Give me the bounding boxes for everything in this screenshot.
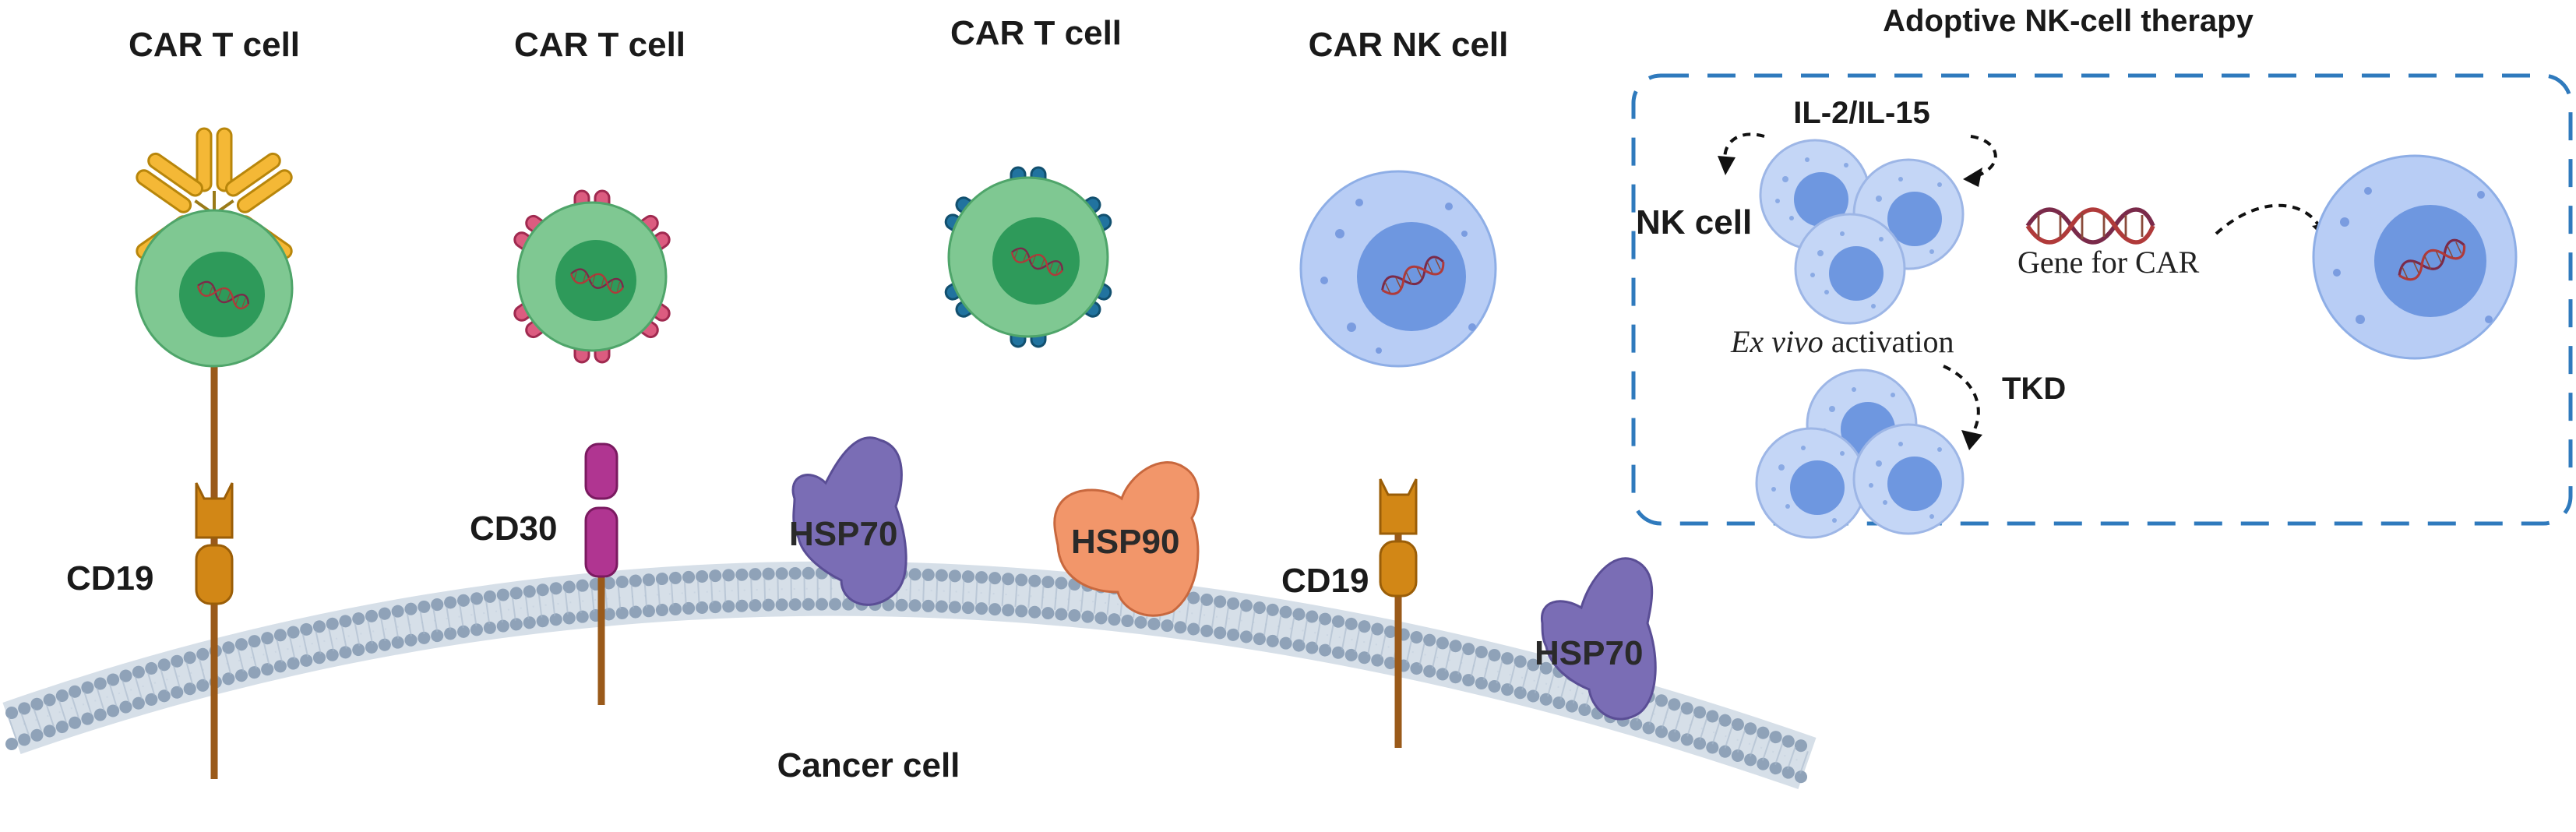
ex-vivo-italic: Ex vivo <box>1730 324 1824 359</box>
hsp70-label-b: HSP70 <box>1535 634 1643 672</box>
cd30-label: CD30 <box>470 509 558 548</box>
car-t-cell-3-label: CAR T cell <box>950 14 1122 52</box>
car-t-cell-2 <box>510 189 674 705</box>
hsp70-protein-a <box>791 436 907 606</box>
cd19-antigen-right <box>1379 478 1418 598</box>
hsp90-protein <box>1053 461 1200 617</box>
car-t-cell-3 <box>941 166 1115 348</box>
adoptive-therapy-panel <box>1631 73 2573 539</box>
ex-vivo-activation-label: Ex vivo activation <box>1730 324 1954 359</box>
cancer-cell-label: Cancer cell <box>777 746 960 784</box>
gene-for-car-label: Gene for CAR <box>2017 245 2200 280</box>
cd19-antigen-left <box>195 482 234 605</box>
cd30-antigen <box>584 442 618 578</box>
hsp70-label-a: HSP70 <box>789 515 897 553</box>
hsp90-label: HSP90 <box>1071 523 1179 561</box>
car-t-cell-1-label: CAR T cell <box>129 26 300 64</box>
nk-cell-label: NK cell <box>1636 203 1752 241</box>
cd19-left-label: CD19 <box>66 559 154 598</box>
car-nk-cell-label: CAR NK cell <box>1309 26 1509 64</box>
hsp70-protein-b <box>1541 557 1657 721</box>
car-t-cell-1 <box>132 127 296 779</box>
tkd-label: TKD <box>2002 372 2066 406</box>
adoptive-therapy-title: Adoptive NK-cell therapy <box>1883 4 2254 38</box>
cytokine-label: IL-2/IL-15 <box>1793 96 1930 130</box>
activation-text: activation <box>1824 324 1954 359</box>
car-nk-cell <box>1299 170 1497 748</box>
cd19-right-label: CD19 <box>1281 562 1369 600</box>
car-t-cell-2-label: CAR T cell <box>514 26 685 64</box>
